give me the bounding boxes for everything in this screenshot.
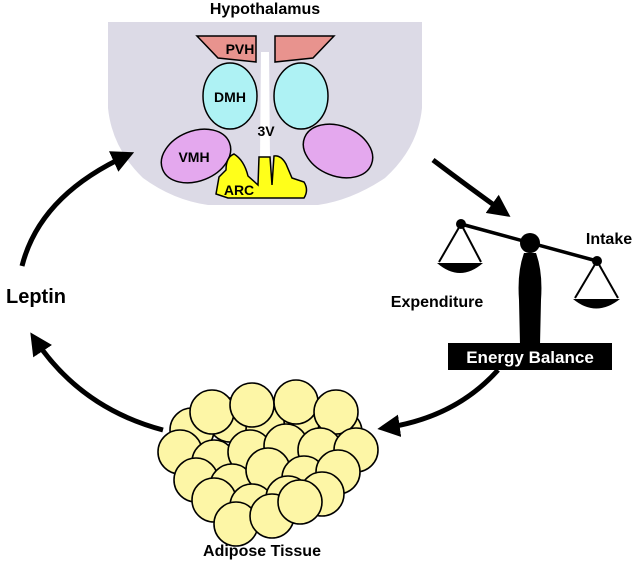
hypothalamus-section: Hypothalamus PVH DMH 3V VMH ARC: [108, 1, 422, 205]
left-pan-string-a: [438, 223, 462, 263]
arrow-adipose-to-leptin: [30, 332, 164, 433]
adipocyte: [277, 479, 323, 525]
third-ventricle: [260, 52, 270, 160]
leptin-label: Leptin: [6, 286, 66, 308]
energy-balance-scale: Energy Balance Intake Expenditure: [391, 219, 632, 370]
third-ventricle-label: 3V: [257, 123, 275, 139]
dmh-right: [273, 62, 329, 130]
vmh-left: [160, 128, 232, 184]
arrow-balance-to-adipose: [377, 368, 500, 437]
right-pan: [573, 299, 620, 309]
vmh-label: VMH: [178, 149, 209, 165]
vmh-right: [302, 123, 374, 179]
adipocyte: [189, 389, 235, 435]
right-pan-string-a: [574, 260, 598, 299]
adipocyte: [229, 382, 275, 428]
left-pan: [437, 263, 483, 273]
adipocyte: [273, 379, 319, 425]
arrow-hypothalamus-to-balance: [431, 158, 511, 217]
scale-column: [518, 253, 542, 345]
pvh-left: [195, 35, 257, 63]
pvh-right: [274, 35, 336, 63]
arc-label: ARC: [224, 182, 254, 198]
dmh-left: [202, 62, 258, 130]
arc-nucleus: [215, 153, 308, 199]
pvh-label: PVH: [226, 41, 255, 57]
arrow-leptin-to-hypothalamus: [19, 151, 135, 267]
left-pan-string-b: [460, 223, 482, 263]
dmh-label: DMH: [214, 89, 246, 105]
adipose-tissue-cluster: [157, 379, 379, 547]
adipose-tissue-label: Adipose Tissue: [203, 543, 321, 560]
scale-pivot: [520, 233, 540, 253]
right-pan-string-b: [596, 260, 619, 299]
intake-label: Intake: [586, 231, 632, 248]
energy-balance-label: Energy Balance: [466, 348, 594, 367]
energy-balance-box: [448, 343, 612, 370]
expenditure-label: Expenditure: [391, 294, 484, 311]
hypothalamus-label: Hypothalamus: [210, 1, 320, 18]
